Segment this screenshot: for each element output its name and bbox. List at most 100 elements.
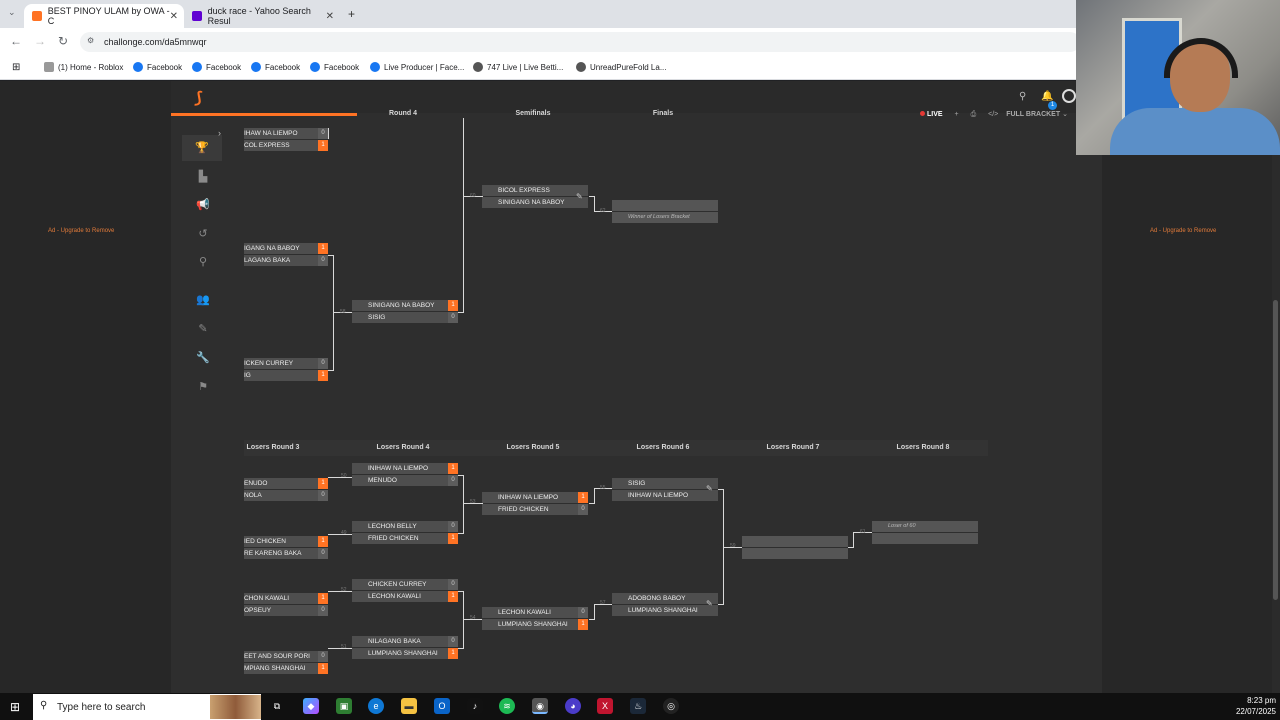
challonge-favicon-icon — [32, 11, 42, 21]
close-tab-icon[interactable]: ✕ — [169, 10, 178, 22]
edit-match-icon[interactable]: ✎ — [706, 599, 713, 608]
apps-grid-icon[interactable]: ⊞ — [12, 62, 21, 73]
close-tab-icon[interactable]: ✕ — [325, 10, 334, 22]
file-explorer-icon[interactable]: ▬ — [401, 698, 417, 714]
reload-icon[interactable]: ↻ — [58, 34, 69, 48]
steam-icon[interactable]: ♨ — [630, 698, 646, 714]
ad-upgrade-left[interactable]: Ad - Upgrade to Remove — [48, 228, 115, 234]
score: 0 — [318, 651, 328, 662]
bookmark-747-live[interactable]: 747 Live | Live Betti... — [473, 62, 563, 72]
match-number: 61 — [860, 529, 866, 535]
task-view-icon[interactable]: ⧉ — [273, 701, 281, 711]
tab-search-chevron-icon[interactable]: ⌄ — [8, 7, 16, 17]
location-pin-icon[interactable]: ⚲ — [198, 256, 208, 268]
match-card[interactable]: Winner of Losers Bracket — [612, 200, 718, 224]
tiktok-icon[interactable]: ♪ — [467, 698, 483, 714]
search-icon[interactable]: ⚲ — [1019, 91, 1027, 102]
forward-arrow-icon[interactable]: → — [34, 34, 46, 48]
settings-wrench-icon[interactable]: 🔧 — [196, 352, 210, 364]
bookmark-roblox[interactable]: (1) Home - Roblox — [44, 62, 123, 72]
print-icon[interactable]: ⎙ — [970, 111, 977, 118]
tab-bracket[interactable]: BEST PINOY ULAM by OWA - C ✕ — [24, 4, 184, 28]
tab-yahoo[interactable]: duck race - Yahoo Search Resul ✕ — [184, 4, 340, 28]
live-indicator[interactable]: LIVE — [927, 111, 943, 118]
match-card[interactable]: IED CHICKEN 1 RE KARENG BAKA 0 — [244, 536, 350, 560]
match-card[interactable]: Loser of 60 — [872, 521, 978, 545]
match-card[interactable]: IGANG NA BABOY 1 LAGANG BAKA 0 — [244, 243, 350, 267]
standings-icon[interactable]: ▙ — [198, 171, 208, 183]
match-card[interactable] — [742, 536, 848, 560]
collapse-chevron-icon[interactable]: › — [218, 128, 221, 138]
participant-slot: OPSEUY — [244, 605, 328, 616]
clock-date: 22/07/2025 — [1235, 707, 1276, 716]
bookmark-facebook-3[interactable]: Facebook — [251, 62, 300, 72]
spotify-icon[interactable]: ≋ — [499, 698, 515, 714]
round-header: Losers Round 6 — [636, 444, 690, 451]
outlook-icon[interactable]: O — [434, 698, 450, 714]
match-card[interactable]: ADOBONG BABOY LUMPIANG SHANGHAI ✎ — [612, 593, 718, 617]
match-card[interactable]: ICKEN CURREY 0 IG 1 — [244, 358, 350, 382]
edit-match-icon[interactable]: ✎ — [706, 484, 713, 493]
score: 1 — [578, 492, 588, 503]
history-icon[interactable]: ↺ — [198, 228, 208, 240]
bookmark-live-producer[interactable]: Live Producer | Face... — [370, 62, 464, 72]
edit-pencil-icon[interactable]: ✎ — [198, 323, 208, 335]
match-card[interactable]: CHON KAWALI 1 OPSEUY 0 — [244, 593, 350, 617]
embed-code-icon[interactable]: </> — [988, 111, 999, 118]
plus-icon[interactable]: + — [954, 111, 959, 118]
back-arrow-icon[interactable]: ← — [10, 34, 22, 48]
trophy-icon[interactable]: 🏆 — [182, 135, 222, 161]
bell-icon[interactable]: 🔔 — [1041, 91, 1054, 102]
bracket-connector — [594, 604, 595, 620]
match-card[interactable]: IHAW NA LIEMPO 0 COL EXPRESS 1 — [244, 128, 350, 152]
flag-icon[interactable]: ⚑ — [198, 381, 208, 393]
bookmark-unread[interactable]: UnreadPureFold La... — [576, 62, 667, 72]
ad-upgrade-right[interactable]: Ad - Upgrade to Remove — [1150, 228, 1217, 234]
bracket-connector — [589, 503, 595, 504]
challonge-logo-icon[interactable]: ⟆ — [195, 90, 203, 107]
full-bracket-dropdown[interactable]: FULL BRACKET — [1006, 111, 1061, 118]
score: 0 — [578, 504, 588, 515]
bookmark-facebook-2[interactable]: Facebook — [192, 62, 241, 72]
discord-icon[interactable]: ◕ — [565, 698, 581, 714]
globe-icon — [473, 62, 483, 72]
match-number: 53 — [470, 499, 476, 505]
round-header: Losers Round 7 — [766, 444, 820, 451]
avatar[interactable] — [1062, 89, 1076, 103]
store-icon[interactable]: ▣ — [336, 698, 352, 714]
match-card[interactable]: SISIG INIHAW NA LIEMPO ✎ — [612, 478, 718, 502]
chrome-icon[interactable]: ◉ — [532, 698, 548, 714]
edge-icon[interactable]: e — [368, 698, 384, 714]
obs-icon[interactable]: ◎ — [663, 698, 679, 714]
address-bar[interactable]: ⚙ challonge.com/da5mnwqr — [80, 32, 1080, 52]
edit-match-icon[interactable]: ✎ — [576, 192, 583, 201]
bracket-connector — [328, 128, 329, 139]
xsplit-icon[interactable]: X — [597, 698, 613, 714]
match-card[interactable]: BICOL EXPRESS SINIGANG NA BABOY ✎ — [482, 185, 588, 209]
score: 1 — [318, 478, 328, 489]
bookmark-facebook-4[interactable]: Facebook — [310, 62, 359, 72]
site-info-icon[interactable]: ⚙ — [87, 36, 95, 45]
taskbar-clock[interactable]: 8:23 pm 22/07/2025 — [1230, 695, 1276, 717]
participant-slot: RE KARENG BAKA — [244, 548, 328, 559]
chevron-down-icon[interactable]: ⌄ — [1062, 111, 1068, 118]
match-card[interactable]: EET AND SOUR PORI 0 MPIANG SHANGHAI 1 — [244, 651, 350, 675]
windows-start-icon[interactable]: ⊞ — [10, 700, 21, 714]
participants-icon[interactable]: 👥 — [196, 294, 210, 306]
announcement-icon[interactable]: 📢 — [196, 199, 210, 211]
match-card[interactable]: ENUDO 1 NOLA 0 — [244, 478, 350, 502]
round-header: Semifinals — [515, 110, 551, 117]
scrollbar-thumb[interactable] — [1273, 300, 1278, 600]
bookmark-facebook-1[interactable]: Facebook — [133, 62, 182, 72]
copilot-icon[interactable]: ◆ — [303, 698, 319, 714]
score: 0 — [318, 605, 328, 616]
new-tab-button[interactable]: + — [348, 7, 356, 21]
